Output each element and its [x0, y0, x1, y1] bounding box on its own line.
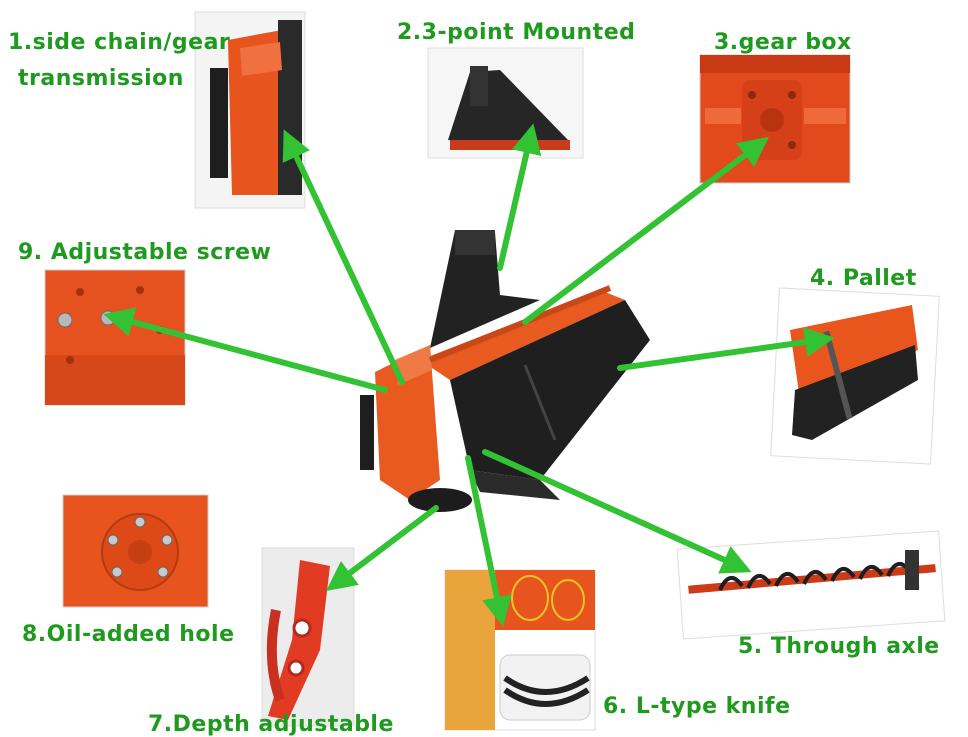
- label-adjustable-screw: 9. Adjustable screw: [18, 240, 272, 265]
- photo-gear-box: [699, 54, 851, 184]
- photo-depth-adjustable: [261, 547, 355, 727]
- arrow-depth-adjustable: [326, 505, 439, 592]
- label-gear-box: 3.gear box: [714, 30, 852, 55]
- photo-three-point: [427, 47, 584, 159]
- photo-pallet: [770, 287, 940, 465]
- label-oil-hole: 8.Oil-added hole: [22, 622, 235, 647]
- label-side-chain-line2: transmission: [18, 66, 184, 91]
- central-machine: [360, 230, 650, 512]
- label-through-axle: 5. Through axle: [738, 634, 940, 659]
- callout-arrows: [103, 123, 835, 627]
- photo-adjustable-screw: [44, 269, 186, 406]
- label-depth-adjustable: 7.Depth adjustable: [148, 712, 394, 737]
- arrow-gear-box: [522, 136, 769, 325]
- arrow-side-chain: [282, 129, 405, 385]
- photo-side-chain: [194, 11, 306, 209]
- label-l-type-knife: 6. L-type knife: [603, 694, 791, 719]
- arrow-through-axle: [482, 449, 752, 574]
- photo-through-axle: [676, 530, 946, 640]
- label-side-chain-line1: 1.side chain/gear: [8, 30, 231, 55]
- photo-l-type-knife: [444, 569, 596, 731]
- photo-oil-hole: [62, 494, 209, 608]
- label-three-point: 2.3-point Mounted: [397, 20, 636, 45]
- label-pallet: 4. Pallet: [810, 266, 917, 291]
- arrow-l-type-knife: [465, 455, 512, 627]
- arrow-pallet: [617, 327, 835, 371]
- arrow-adjustable-screw: [103, 307, 388, 393]
- arrow-three-point: [497, 123, 542, 271]
